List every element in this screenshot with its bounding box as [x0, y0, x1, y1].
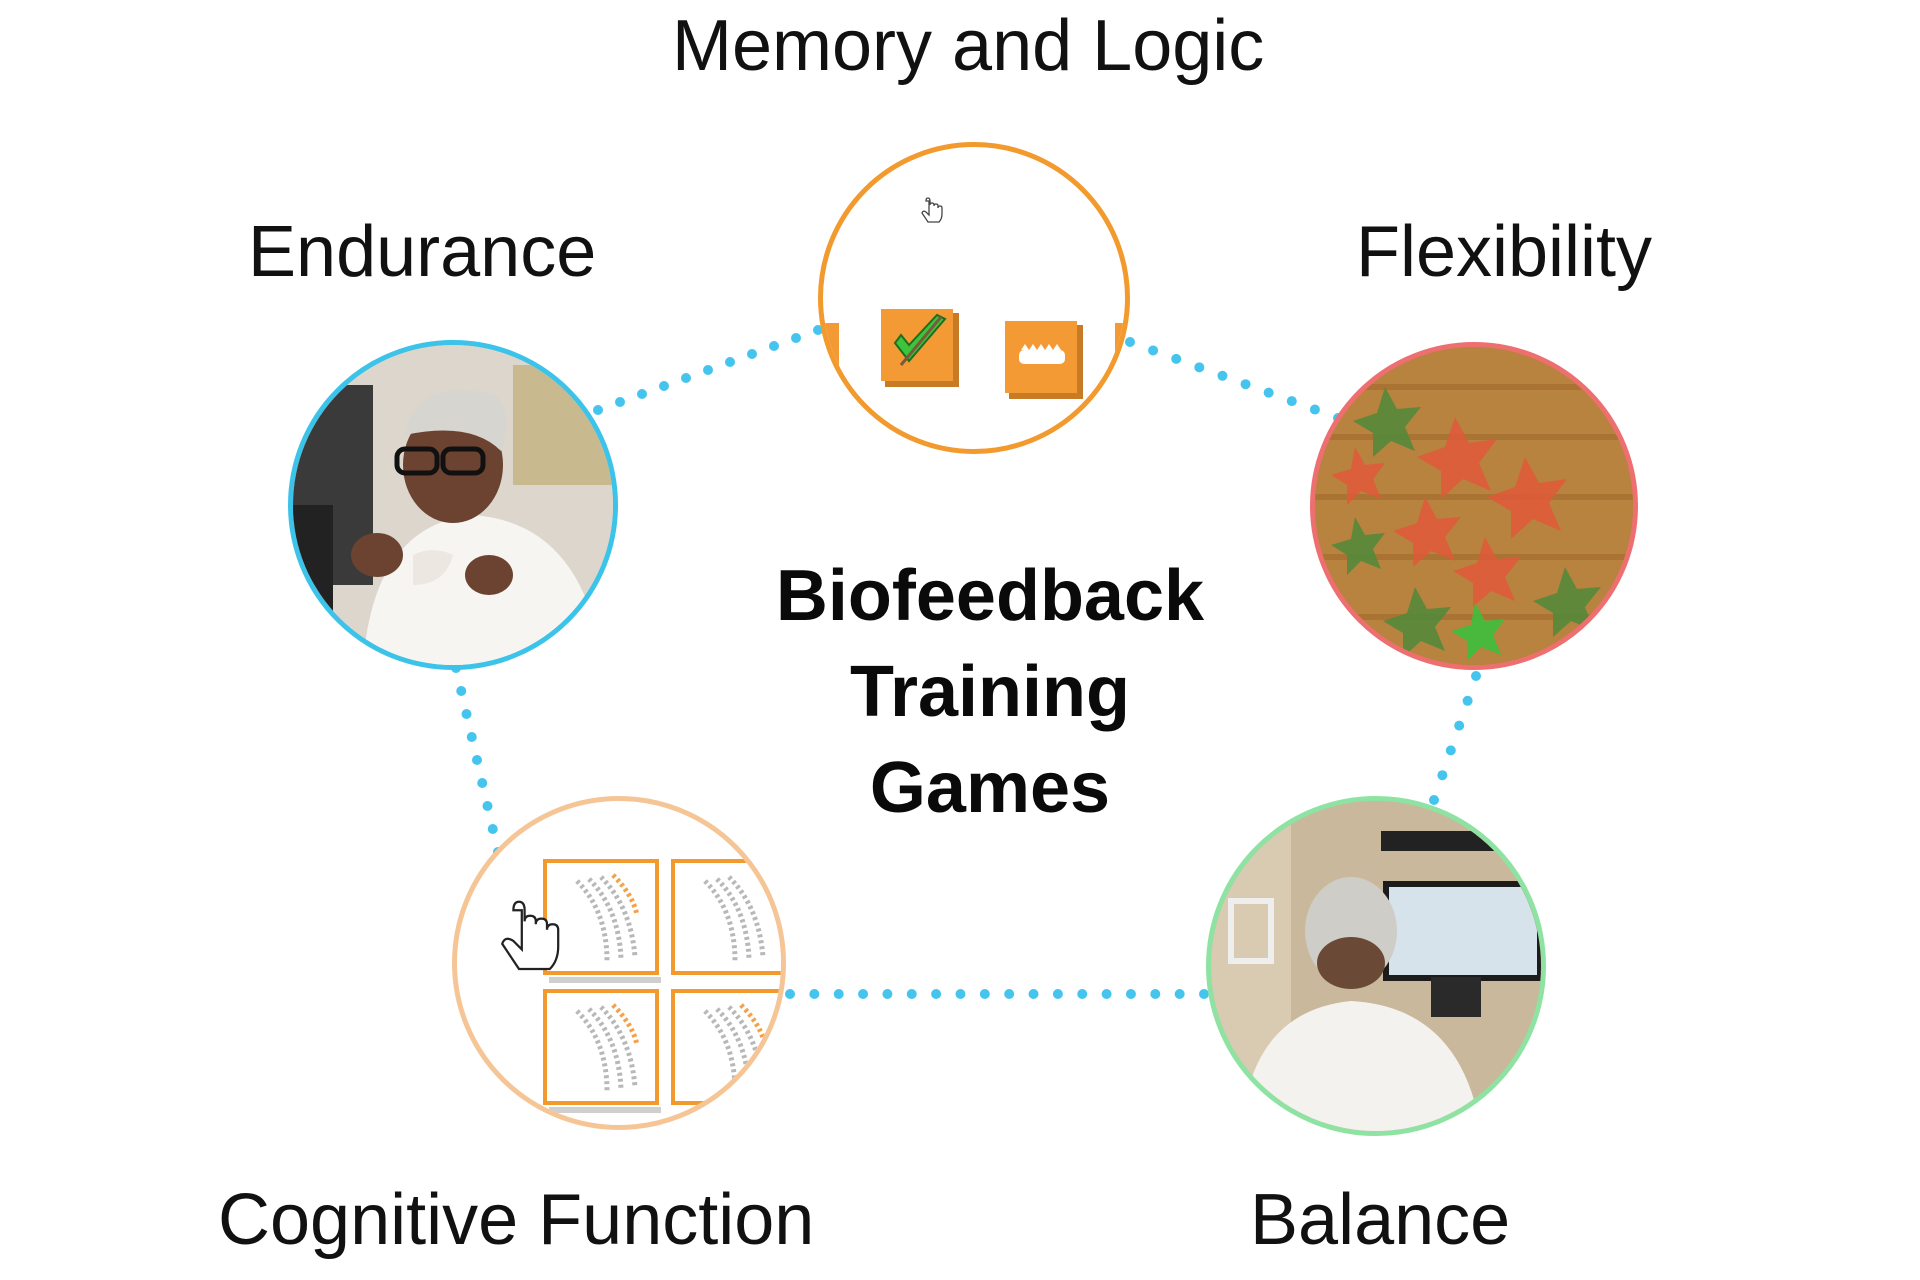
connector-dot — [681, 373, 691, 383]
game-tile-teeth — [1005, 321, 1083, 399]
connector-dot — [858, 989, 869, 999]
connector-dot — [882, 989, 893, 999]
title-line-3: Games — [869, 748, 1111, 828]
connector-dot — [725, 357, 735, 367]
node-cognitive-function — [452, 796, 786, 1130]
connector-dot — [1445, 745, 1456, 756]
connector-dot — [1004, 989, 1015, 999]
connector-dot — [785, 989, 795, 999]
connector-dot — [979, 989, 990, 999]
connector-dot — [1309, 404, 1320, 415]
connector-dot — [1240, 379, 1251, 390]
connector-dot — [466, 732, 477, 742]
connector-dot — [1437, 770, 1448, 781]
connector-dot — [1174, 989, 1185, 999]
connector-dot — [769, 341, 779, 351]
title-line-1: Biofeedback — [775, 556, 1205, 636]
connector-dot — [456, 686, 467, 696]
connector-dot — [1052, 989, 1063, 999]
connector-dot — [1077, 989, 1088, 999]
memory-card — [543, 989, 661, 1113]
connector-dot — [833, 989, 844, 999]
hand-pointer-icon — [500, 900, 560, 971]
connector-dot — [615, 397, 625, 407]
connector-dot — [593, 405, 603, 415]
node-balance — [1206, 796, 1546, 1136]
connector-dot — [659, 381, 669, 391]
connector-dot — [1454, 720, 1465, 731]
memory-card — [671, 859, 781, 975]
title-line-2: Training — [849, 652, 1131, 732]
label-cognitive-function: Cognitive Function — [218, 1180, 815, 1260]
connector-dot — [1286, 396, 1297, 407]
label-endurance: Endurance — [248, 212, 597, 292]
connector-dot — [1171, 353, 1182, 364]
connector-dot — [1217, 370, 1228, 381]
connector-dot — [931, 989, 942, 999]
connector-dot — [477, 778, 488, 788]
node-flexibility — [1310, 342, 1638, 670]
hand-pointer-icon — [921, 197, 943, 223]
connector-dot — [637, 389, 647, 399]
connector-dot — [703, 365, 713, 375]
connector-dot — [1125, 989, 1136, 999]
connector-dot — [461, 709, 472, 719]
label-balance: Balance — [1250, 1180, 1511, 1260]
endurance-photo — [293, 345, 613, 665]
connector-dot — [1028, 989, 1039, 999]
node-memory-and-logic — [818, 142, 1130, 454]
connector-dot — [1429, 795, 1439, 805]
label-memory-and-logic: Memory and Logic — [672, 6, 1265, 86]
connector-dot — [1471, 671, 1481, 681]
connector-dot — [1462, 695, 1473, 706]
connector-dot — [1125, 337, 1135, 347]
connector-dot — [472, 755, 482, 765]
balance-photo — [1211, 801, 1541, 1131]
cognitive-game-thumbnail — [500, 859, 781, 1113]
memory-card — [543, 859, 661, 983]
connector-dot — [487, 824, 498, 834]
flexibility-game-thumbnail — [1315, 347, 1633, 665]
node-endurance — [288, 340, 618, 670]
connector-dot — [906, 989, 917, 999]
label-flexibility: Flexibility — [1356, 212, 1653, 292]
connector-dot — [955, 989, 966, 999]
center-title: Biofeedback Training Games — [660, 548, 1320, 836]
connector-dot — [482, 801, 493, 811]
connector-dot — [747, 349, 757, 359]
connector-dot — [1194, 362, 1205, 373]
connector-dot — [1199, 989, 1209, 999]
game-tile-checked — [881, 309, 959, 387]
connector-dot — [1101, 989, 1112, 999]
connector-dot — [791, 333, 801, 343]
connector-dot — [1263, 387, 1274, 398]
connector-dot — [1148, 345, 1159, 356]
memory-game-thumbnail — [823, 197, 1125, 399]
connector-dot — [809, 989, 820, 999]
connector-dot — [1150, 989, 1161, 999]
